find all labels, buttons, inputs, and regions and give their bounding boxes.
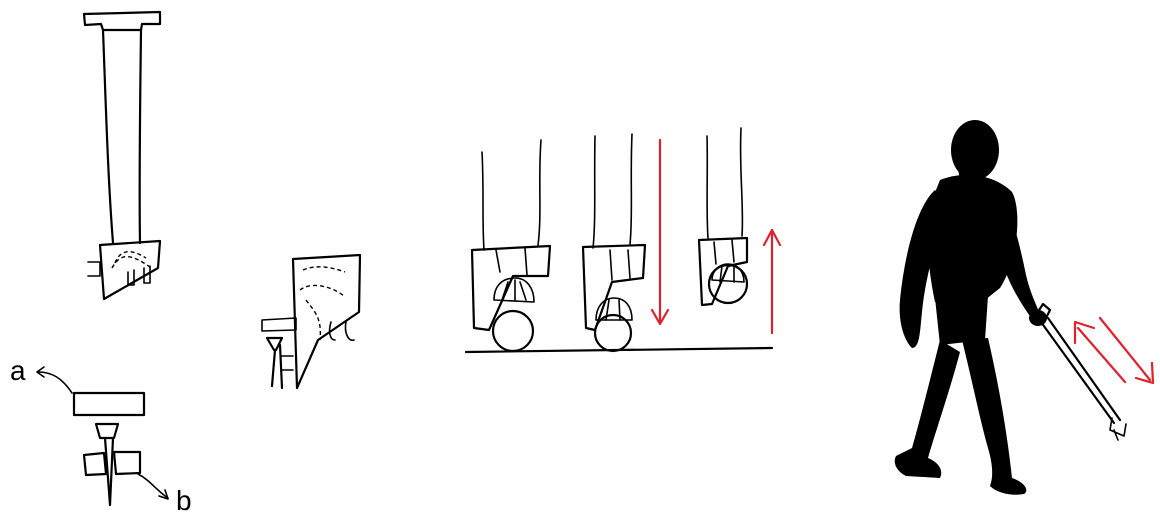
part-a-block (72, 391, 146, 417)
tip-unit-1 (470, 139, 552, 353)
panel-wheel-tip-sequence (464, 127, 782, 354)
part-cup (94, 422, 120, 440)
cane-swing-arrows-red (1073, 316, 1155, 385)
wheel-2 (593, 313, 633, 353)
panel-exploded-parts: a b (10, 355, 192, 516)
panel-assembled-tip-device (82, 10, 162, 301)
arrow-up-red (762, 228, 782, 335)
tip-unit-2 (581, 133, 647, 353)
arrow-to-a (37, 371, 73, 394)
person-silhouette (894, 120, 1047, 495)
white-cane (1032, 302, 1127, 441)
arrow-down-red (650, 138, 670, 326)
panel-person-walking-with-cane (894, 120, 1155, 495)
label-b: b (176, 485, 192, 516)
wheel-1 (491, 309, 535, 353)
tip-unit-3 (697, 127, 749, 307)
arrow-to-b (137, 473, 169, 499)
wheel-3 (707, 263, 749, 305)
panel-tip-attachment-side (261, 253, 362, 390)
label-a: a (10, 355, 26, 386)
